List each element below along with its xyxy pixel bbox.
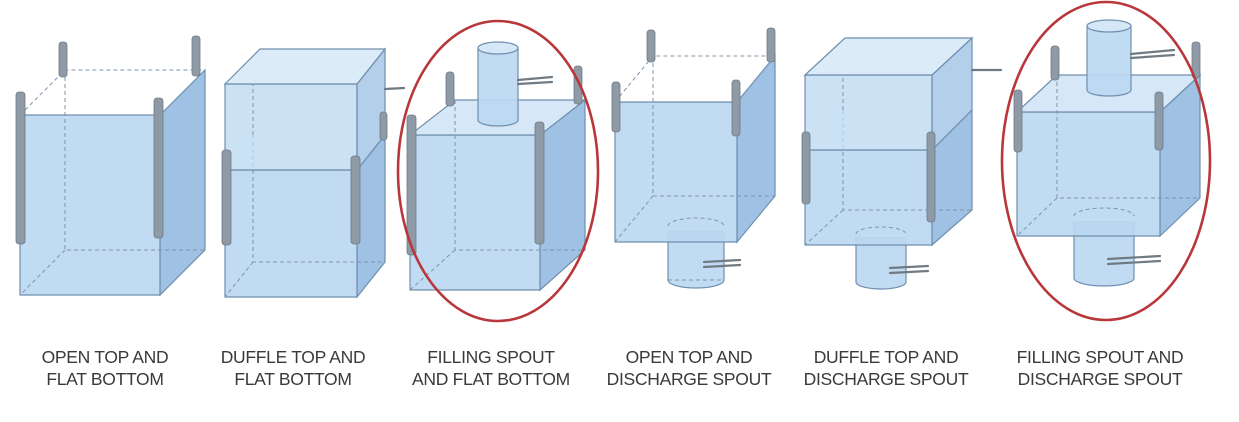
caption-line: DUFFLE TOP AND bbox=[220, 347, 366, 367]
bag-front-panel bbox=[409, 134, 541, 291]
bag-front-panel bbox=[224, 169, 358, 298]
caption-open-top-flat-bottom: OPEN TOP AND FLAT BOTTOM bbox=[5, 346, 205, 390]
lifting-loop bbox=[926, 131, 936, 223]
caption-open-top-discharge-spout: OPEN TOP AND DISCHARGE SPOUT bbox=[589, 346, 789, 390]
bag-filling-spout-discharge-spout bbox=[1000, 0, 1212, 322]
filling-spout-rim bbox=[477, 41, 519, 55]
tie-string bbox=[1129, 53, 1176, 60]
lifting-loop bbox=[191, 35, 201, 77]
bag-hidden-edges bbox=[1016, 197, 1058, 237]
bag-open-top-discharge-spout bbox=[611, 27, 776, 289]
highlight-circle bbox=[396, 19, 600, 323]
lifting-loop bbox=[15, 91, 26, 245]
caption-line: FILLING SPOUT AND bbox=[1016, 347, 1184, 367]
tie-string bbox=[516, 80, 554, 86]
tie-string bbox=[1106, 259, 1162, 266]
lifting-loop bbox=[646, 29, 656, 63]
tie-string bbox=[516, 75, 554, 82]
lifting-loop bbox=[1050, 45, 1060, 81]
bag-side-panel bbox=[159, 68, 206, 297]
caption-filling-spout-flat-bottom: FILLING SPOUT AND FLAT BOTTOM bbox=[391, 346, 591, 390]
duffle-skirt-top bbox=[803, 37, 974, 76]
caption-line: FLAT BOTTOM bbox=[46, 369, 164, 389]
discharge-spout-opening bbox=[855, 226, 907, 235]
lifting-loop bbox=[801, 131, 811, 205]
bag-front-panel bbox=[614, 101, 738, 243]
tie-string bbox=[1129, 48, 1176, 56]
lifting-loop bbox=[1013, 89, 1023, 153]
bag-duffle-top-discharge-spout bbox=[801, 36, 1003, 290]
discharge-spout bbox=[1073, 221, 1135, 287]
lifting-loop bbox=[379, 111, 388, 141]
filling-spout bbox=[1086, 25, 1132, 97]
lifting-loop bbox=[406, 114, 417, 256]
lifting-loop bbox=[58, 41, 68, 78]
bag-hidden-edges bbox=[64, 70, 205, 251]
bag-duffle-top-flat-bottom bbox=[221, 47, 406, 299]
lifting-loop bbox=[766, 27, 776, 63]
highlight-circle bbox=[1000, 0, 1212, 322]
caption-duffle-top-flat-bottom: DUFFLE TOP AND FLAT BOTTOM bbox=[193, 346, 393, 390]
lifting-loop bbox=[1154, 91, 1164, 151]
duffle-skirt-front bbox=[224, 83, 358, 171]
lifting-loop bbox=[731, 79, 741, 137]
bag-front-panel bbox=[804, 149, 933, 246]
caption-line: DUFFLE TOP AND bbox=[813, 347, 959, 367]
caption-filling-spout-discharge-spout: FILLING SPOUT AND DISCHARGE SPOUT bbox=[1000, 346, 1200, 390]
tie-string bbox=[888, 269, 930, 275]
filling-spout-rim bbox=[1086, 19, 1132, 33]
caption-line: DISCHARGE SPOUT bbox=[803, 369, 969, 389]
caption-line: OPEN TOP AND bbox=[41, 347, 169, 367]
caption-line: FLAT BOTTOM bbox=[234, 369, 352, 389]
bag-filling-spout-flat-bottom bbox=[396, 19, 600, 323]
caption-line: DISCHARGE SPOUT bbox=[606, 369, 772, 389]
discharge-spout-opening bbox=[667, 217, 725, 227]
bag-hidden-edges bbox=[19, 249, 66, 296]
caption-line: AND FLAT BOTTOM bbox=[412, 369, 570, 389]
discharge-spout bbox=[667, 231, 725, 289]
tie-string bbox=[702, 263, 742, 269]
duffle-skirt-top bbox=[223, 48, 387, 85]
bag-hidden-edges bbox=[614, 195, 654, 243]
bag-front-panel bbox=[19, 114, 161, 296]
tie-string bbox=[702, 258, 742, 264]
lifting-loop bbox=[445, 71, 455, 107]
duffle-skirt-front bbox=[804, 74, 933, 151]
bag-hidden-edges bbox=[409, 249, 456, 291]
caption-duffle-top-discharge-spout: DUFFLE TOP AND DISCHARGE SPOUT bbox=[786, 346, 986, 390]
caption-line: OPEN TOP AND bbox=[625, 347, 753, 367]
caption-line: FILLING SPOUT bbox=[427, 347, 555, 367]
bag-side-panel bbox=[736, 54, 776, 244]
bag-open-top-flat-bottom bbox=[15, 35, 206, 297]
tie-string bbox=[888, 264, 930, 270]
lifting-loop bbox=[534, 121, 545, 245]
discharge-spout bbox=[855, 237, 907, 290]
tie-string bbox=[383, 86, 406, 91]
bag-hidden-edges bbox=[224, 261, 254, 298]
filling-spout bbox=[477, 47, 519, 127]
tie-string bbox=[1106, 254, 1162, 261]
bag-hidden-edges bbox=[804, 209, 844, 246]
lifting-loop bbox=[221, 149, 232, 246]
bag-front-panel bbox=[1016, 111, 1161, 237]
lifting-loop bbox=[350, 155, 361, 245]
caption-line: DISCHARGE SPOUT bbox=[1017, 369, 1183, 389]
lifting-loop bbox=[153, 97, 164, 239]
lifting-loop bbox=[611, 81, 621, 133]
